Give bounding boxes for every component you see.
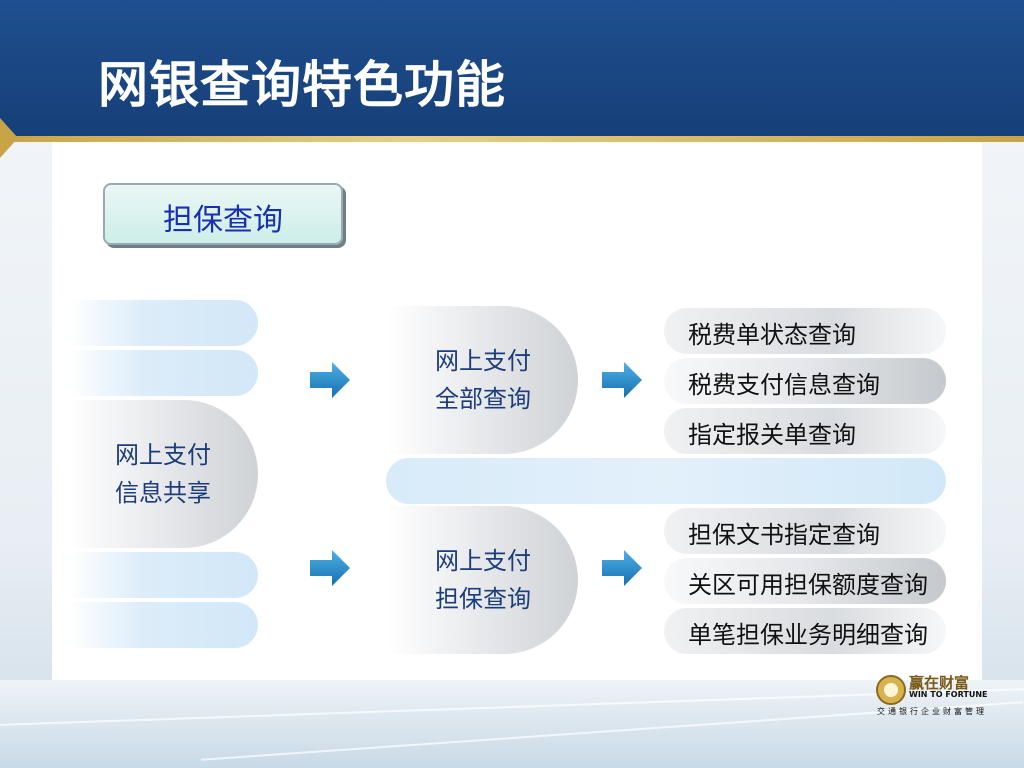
arrow-right-icon [310, 362, 350, 398]
query-item: 税费单状态查询 [664, 308, 946, 354]
query-item: 税费支付信息查询 [664, 358, 946, 404]
left-bubble-1 [68, 300, 258, 346]
query-item-label: 税费支付信息查询 [688, 371, 880, 399]
gold-corner-marker [0, 118, 18, 158]
branch-node-2-line2: 担保查询 [435, 585, 531, 613]
branch-node-1-line2: 全部查询 [435, 385, 531, 413]
section-tag-label: 担保查询 [163, 203, 283, 238]
branch-node-2 [388, 506, 578, 654]
middle-divider-bubble [386, 458, 946, 504]
left-node-label: 网上支付 信息共享 [68, 436, 258, 512]
logo-en-text: WIN TO FORTUNE [909, 690, 988, 699]
query-item-label: 担保文书指定查询 [688, 521, 880, 549]
left-bubble-2 [68, 350, 258, 396]
section-tag: 担保查询 [103, 183, 343, 245]
logo-sub-text: 交通银行企业财富管理 [877, 707, 987, 716]
query-item: 关区可用担保额度查询 [664, 558, 946, 604]
query-item: 单笔担保业务明细查询 [664, 608, 946, 654]
query-item-label: 指定报关单查询 [688, 421, 856, 449]
branch-node-2-line1: 网上支付 [435, 547, 531, 575]
logo-cn-text: 赢在财富 [909, 674, 970, 692]
query-item-label: 单笔担保业务明细查询 [688, 621, 928, 649]
query-item: 指定报关单查询 [664, 408, 946, 454]
branch-node-1-line1: 网上支付 [435, 347, 531, 375]
bottom-decor-band [0, 680, 1024, 768]
query-item: 担保文书指定查询 [664, 508, 946, 554]
left-node-line2: 信息共享 [115, 479, 211, 507]
left-bubble-4 [68, 602, 258, 648]
arrow-right-icon [602, 550, 642, 586]
branch-node-1 [388, 306, 578, 454]
left-node-line1: 网上支付 [115, 441, 211, 469]
left-bubble-3 [68, 552, 258, 598]
arrow-right-icon [310, 550, 350, 586]
header-bar [0, 0, 1024, 136]
coin-logo-icon [876, 675, 906, 705]
query-item-label: 税费单状态查询 [688, 321, 856, 349]
query-item-label: 关区可用担保额度查询 [688, 571, 928, 599]
header-gold-line [0, 136, 1024, 142]
arrow-right-icon [602, 362, 642, 398]
page-title: 网银查询特色功能 [98, 56, 506, 114]
branch-node-1-label: 网上支付 全部查询 [388, 342, 578, 418]
branch-node-2-label: 网上支付 担保查询 [388, 542, 578, 618]
left-node [68, 400, 258, 548]
